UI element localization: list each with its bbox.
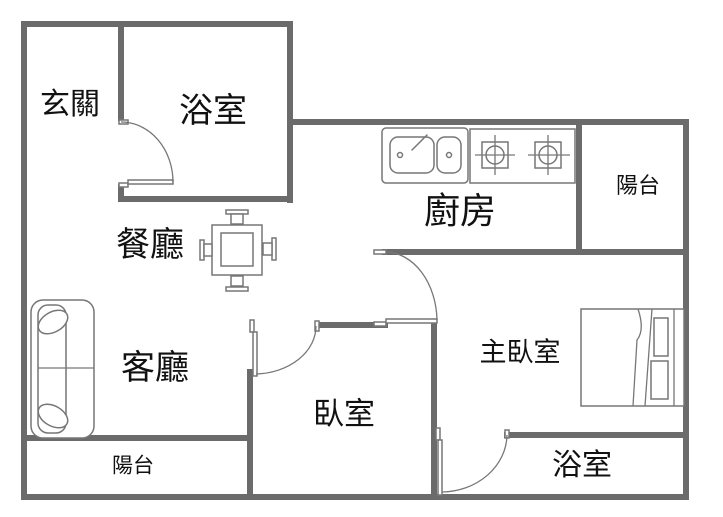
door-master-bedroom [373,249,438,327]
room-label-bathroom-top: 浴室 [179,91,247,131]
room-label-dining: 餐廳 [116,225,184,265]
stove [469,128,576,184]
door-master-bath [435,427,510,496]
room-label-entrance: 玄關 [40,87,100,122]
room-label-kitchen: 廚房 [423,191,497,232]
room-label-bedroom: 臥室 [313,396,375,433]
dining-table [199,209,277,292]
door-entrance-bath [118,119,174,188]
kitchen-sink [381,127,469,184]
room-label-bathroom-bottom: 浴室 [552,448,612,483]
bed [580,308,685,407]
room-label-master-bedroom: 主臥室 [479,337,561,369]
room-label-living: 客廳 [121,348,189,388]
sofa [30,299,95,439]
room-label-balcony-left: 陽台 [112,453,154,478]
room-label-balcony-right: 陽台 [615,174,661,199]
doors [118,119,510,496]
door-bedroom [249,319,320,377]
